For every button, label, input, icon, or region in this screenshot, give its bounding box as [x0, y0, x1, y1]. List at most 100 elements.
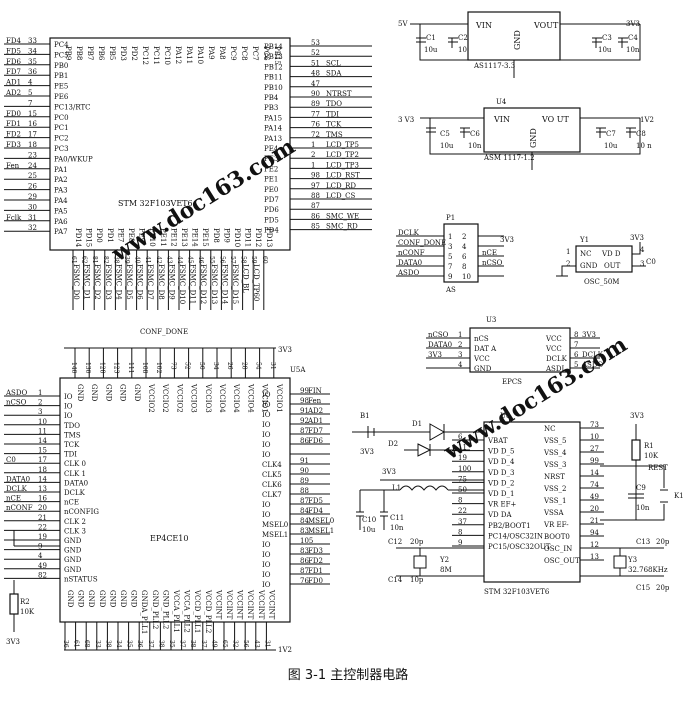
stm32-bottom-num: 46 — [197, 256, 204, 264]
stm32-top-pin: PB15 — [273, 46, 281, 65]
fpga-right-num: 76 — [300, 577, 309, 585]
stm32-right-num: 1 — [311, 161, 315, 169]
mcu-ref: U6 — [500, 412, 511, 420]
stm32-bottom-num: 39 — [123, 256, 130, 264]
reg1-body — [467, 11, 561, 61]
stm32-left-pin: PA0/WKUP — [54, 155, 93, 163]
fpga-left-pin: GND — [64, 556, 82, 564]
y1-pin-gnd: GND — [580, 262, 598, 270]
reg1-vin: VIN — [475, 21, 492, 30]
stm32-right-num: 88 — [311, 192, 320, 200]
stm32-right-pin: PB11 — [264, 74, 283, 82]
stm32-left-pin: PA1 — [54, 166, 68, 174]
stm32-left-pin: PA3 — [54, 187, 68, 195]
fpga-left-net: DCLK — [6, 485, 28, 493]
mcu-right-pin: OSC_IN — [544, 545, 572, 553]
fpga-bottom-pin: GND — [130, 590, 138, 608]
stm32-bottom-num: 81 — [91, 256, 98, 264]
fpga-right-pin: CLK6 — [262, 481, 282, 489]
fpga-left-num: 2 — [38, 399, 42, 407]
stm32-bottom-pin: PD12 — [254, 228, 262, 247]
stm32-bottom-pin: PE14 — [191, 228, 199, 247]
fpga-left-num: 16 — [38, 495, 47, 503]
stm32-left-num: 32 — [28, 224, 37, 232]
stm32-left-num: 7 — [28, 99, 32, 107]
fpga-bottom-pin: VCCA_PLL1 — [172, 589, 180, 633]
stm32-right-num: 52 — [311, 49, 320, 57]
fpga-top-num: 26 — [226, 362, 233, 370]
reg2-c6: C6 — [470, 130, 480, 138]
fpga-right-pin: IO — [262, 571, 271, 579]
fpga-top-pin: VCCIO1 — [275, 383, 283, 413]
oscillator-y1: Y1 NC VD D GND OUT 1 4 2 3 3V3 C0 OSC_50… — [556, 234, 656, 286]
u3-left-net: nCSO — [428, 331, 449, 339]
mcu-right-num: 12 — [590, 541, 599, 549]
y1-body — [575, 245, 633, 273]
fpga-right-num: 92 — [300, 417, 309, 425]
stm32-bottom-net: FSMC_D15 — [231, 264, 239, 304]
fpga-top-pin: VCCIO2 — [161, 383, 169, 413]
stm32-bottom-net: FSMC_D6 — [136, 264, 144, 300]
fpga-bottom-pin: GND — [98, 590, 106, 608]
stm32-right-pin: PD6 — [264, 206, 279, 214]
fpga-conf-done: CONF_DONE — [140, 328, 188, 336]
stm32-right-net: LCD_RD — [326, 182, 356, 190]
fpga-right-pin: IO — [262, 511, 271, 519]
stm32-bottom-pin: PD14 — [74, 228, 82, 248]
c11-val: 10n — [390, 524, 404, 532]
mcu-right-pin: VSS_2 — [543, 485, 566, 493]
stm32-right-pin: PB14 — [264, 43, 283, 51]
fpga-right-net: FD2 — [308, 557, 323, 565]
stm32-right-pin: PE1 — [264, 176, 278, 184]
mcu-right-num: 27 — [590, 445, 599, 453]
fpga-top-num: 102 — [155, 362, 162, 374]
figure-caption: 图 3-1 主控制器电路 — [287, 668, 409, 683]
c15-val: 20p — [656, 584, 670, 592]
fpga-bottom-pin: GND — [108, 590, 116, 608]
stm32-left-num: 18 — [28, 141, 37, 149]
fpga-right-num: 91 — [300, 457, 309, 465]
fpga-bottom-pin: VCCD_PLL1 — [193, 589, 201, 633]
mcu-right-num: 49 — [590, 493, 599, 501]
r2-val: 10K — [20, 608, 35, 616]
stm32-left-pin: PC13/RTC — [54, 103, 91, 111]
mcu-left-pin: VD DA — [487, 511, 513, 519]
reg2-ref: U4 — [496, 98, 507, 106]
u3-ref: U3 — [486, 316, 496, 324]
p1-body — [443, 223, 479, 283]
stm32-right-net: SMC_WE — [326, 212, 359, 220]
reg1-c4: C4 — [628, 34, 638, 42]
stm32-left-pin: PC1 — [54, 124, 69, 132]
fpga-left-pin: DATA0 — [64, 479, 88, 487]
fpga-left-pin: nSTATUS — [64, 575, 98, 583]
stm32-left-pin: PE5 — [54, 83, 68, 91]
fpga-top-num: 50 — [198, 362, 205, 370]
stm32-left-num: 31 — [28, 214, 37, 222]
stm32-bottom-pin: PE11 — [159, 228, 167, 247]
fpga-right-net: Fen — [308, 397, 322, 405]
u3-left-num: 4 — [458, 361, 463, 369]
stm32-left-num: 24 — [28, 162, 37, 170]
fpga-bottom-pin: VCCINT — [257, 589, 265, 620]
fpga-right-net: FD3 — [308, 547, 323, 555]
p1-part: AS — [445, 286, 456, 294]
reg2-c6-val: 10n — [468, 142, 482, 150]
fpga-bottom-pin: GND_PLL2 — [151, 590, 159, 629]
y1-pin-vdd: VD D — [601, 250, 621, 258]
mcu-left-num: 11 — [458, 444, 467, 452]
stm32-top-pin: PA10 — [196, 46, 204, 64]
stm32-bottom-num: 57 — [229, 256, 236, 264]
stm32-bottom-net: FSMC_D4 — [114, 264, 122, 300]
y2-ref: Y2 — [439, 556, 449, 564]
stm32-left-net: FD1 — [6, 120, 21, 128]
stm32-bottom-num: 56 — [218, 256, 225, 264]
fpga-left-pin: CLK 1 — [64, 470, 86, 478]
u3-right-num: 5 — [574, 361, 578, 369]
c10-ref: C10 — [362, 516, 376, 524]
stm32-bottom-net: FSMC_D9 — [167, 264, 175, 300]
fpga-bottom-pin: VCCINT — [214, 589, 222, 620]
fpga-right-net: FD7 — [308, 427, 323, 435]
reg1-c1: C1 — [426, 34, 436, 42]
stm32-left-pin: PA6 — [54, 218, 68, 226]
